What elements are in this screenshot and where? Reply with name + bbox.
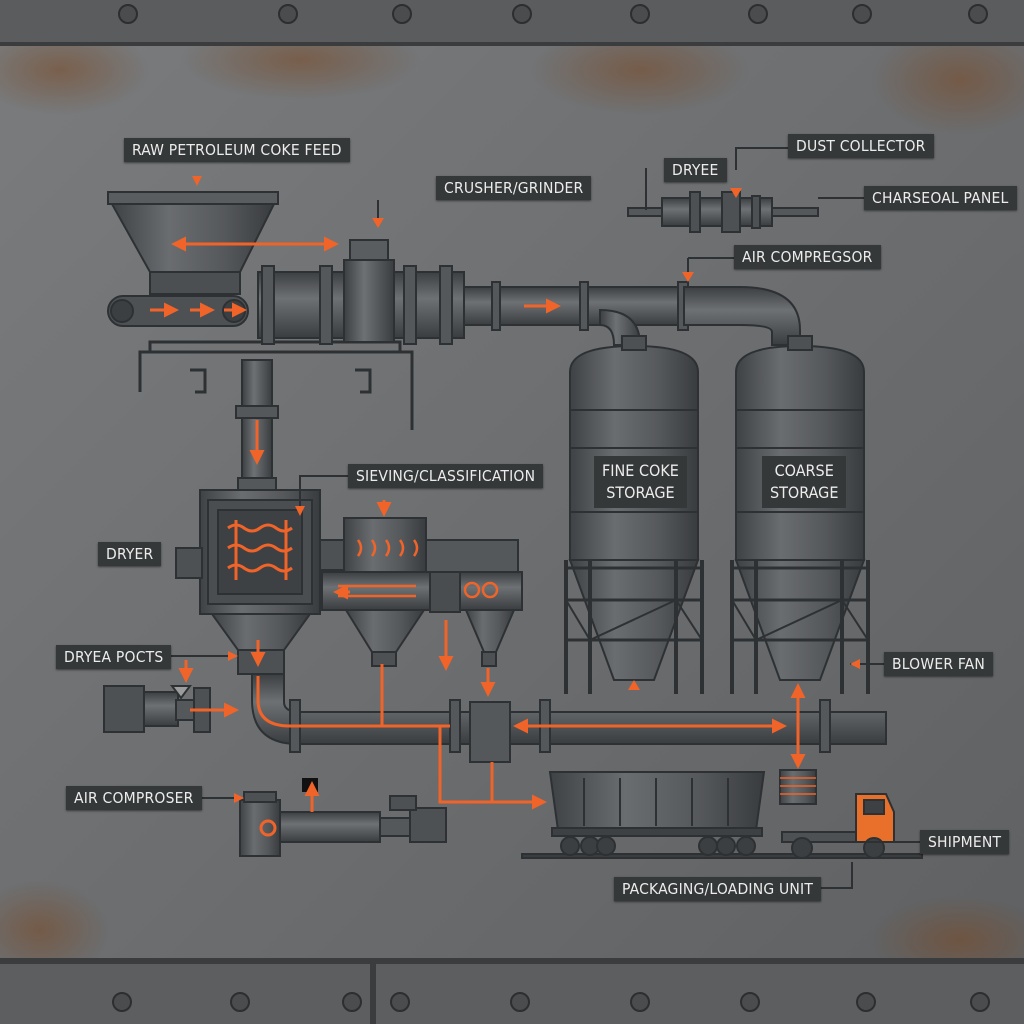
sieve-coils (338, 539, 499, 599)
coarse-silo (730, 335, 870, 694)
dryer-heat-coils (227, 520, 293, 580)
label-air-compressor-top: AIR COMPREGSOR (734, 245, 881, 269)
feed-hopper (107, 191, 279, 295)
label-air-compressor-bottom: AIR COMPROSER (66, 786, 202, 810)
packaging-bellows (779, 769, 817, 805)
hopper-railcar (521, 771, 923, 859)
rivets (112, 4, 990, 1012)
crusher-grinder (257, 239, 465, 345)
label-fine-storage-line2: STORAGE (606, 483, 675, 502)
bottom-rail (0, 962, 1024, 1024)
label-crusher: CRUSHER/GRINDER (436, 176, 592, 200)
flow-arrows (150, 236, 806, 812)
label-raw-feed: RAW PETROLEUM COKE FEED (124, 138, 350, 162)
fine-coke-silo (564, 335, 704, 694)
label-control-panel: CHARSEOAL PANEL (864, 186, 1017, 210)
compressor-marker (302, 778, 318, 792)
label-fine-storage-line1: FINE COKE (602, 461, 679, 480)
top-rail (0, 0, 1024, 44)
leader-arrowheads (192, 176, 860, 803)
label-coarse-storage: COARSE STORAGE (762, 456, 847, 508)
label-coarse-storage-line2: STORAGE (770, 483, 839, 502)
label-dust-collector: DUST COLLECTOR (788, 134, 934, 158)
label-coarse-storage-line1: COARSE (774, 461, 834, 480)
dust-collector-unit (627, 191, 819, 233)
label-blower-fan: BLOWER FAN (884, 652, 994, 676)
shipment-truck (781, 793, 895, 859)
label-fine-storage: FINE COKE STORAGE (594, 456, 687, 508)
air-compressor-unit (239, 791, 447, 857)
label-dryer-ports: DRYEA POCTS (56, 645, 172, 669)
label-sieving: SIEVING/CLASSIFICATION (348, 464, 544, 488)
label-shipment: SHIPMENT (920, 830, 1010, 854)
sieving-unit (321, 517, 523, 667)
dryer-ports-fan (103, 685, 211, 733)
label-packaging: PACKAGING/LOADING UNIT (614, 877, 822, 901)
dryer-unit (175, 489, 347, 675)
label-dryee: DRYEE (664, 158, 727, 182)
label-dryer: DRYER (98, 542, 162, 566)
